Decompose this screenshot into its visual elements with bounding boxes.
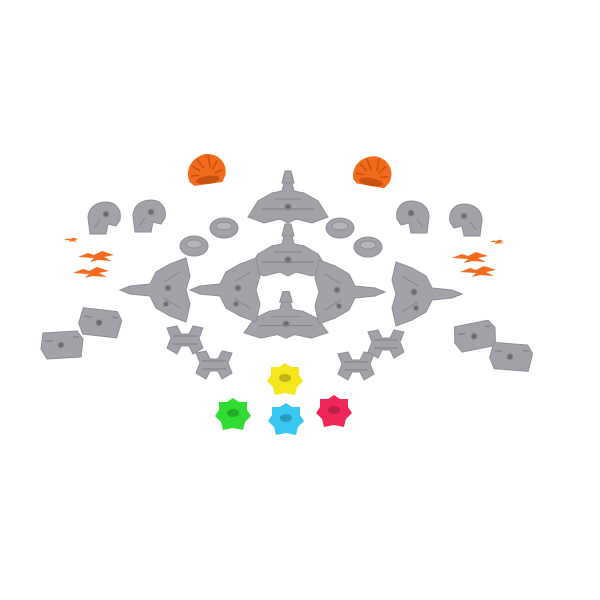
orange-burst-piece-left — [184, 150, 229, 188]
red-base-piece — [316, 395, 352, 427]
orange-burst-piece-right — [350, 152, 396, 190]
green-base-piece — [215, 398, 251, 430]
cyan-base-piece — [268, 403, 304, 435]
gray-ship-pieces — [40, 170, 535, 381]
yellow-base-piece — [267, 363, 303, 395]
